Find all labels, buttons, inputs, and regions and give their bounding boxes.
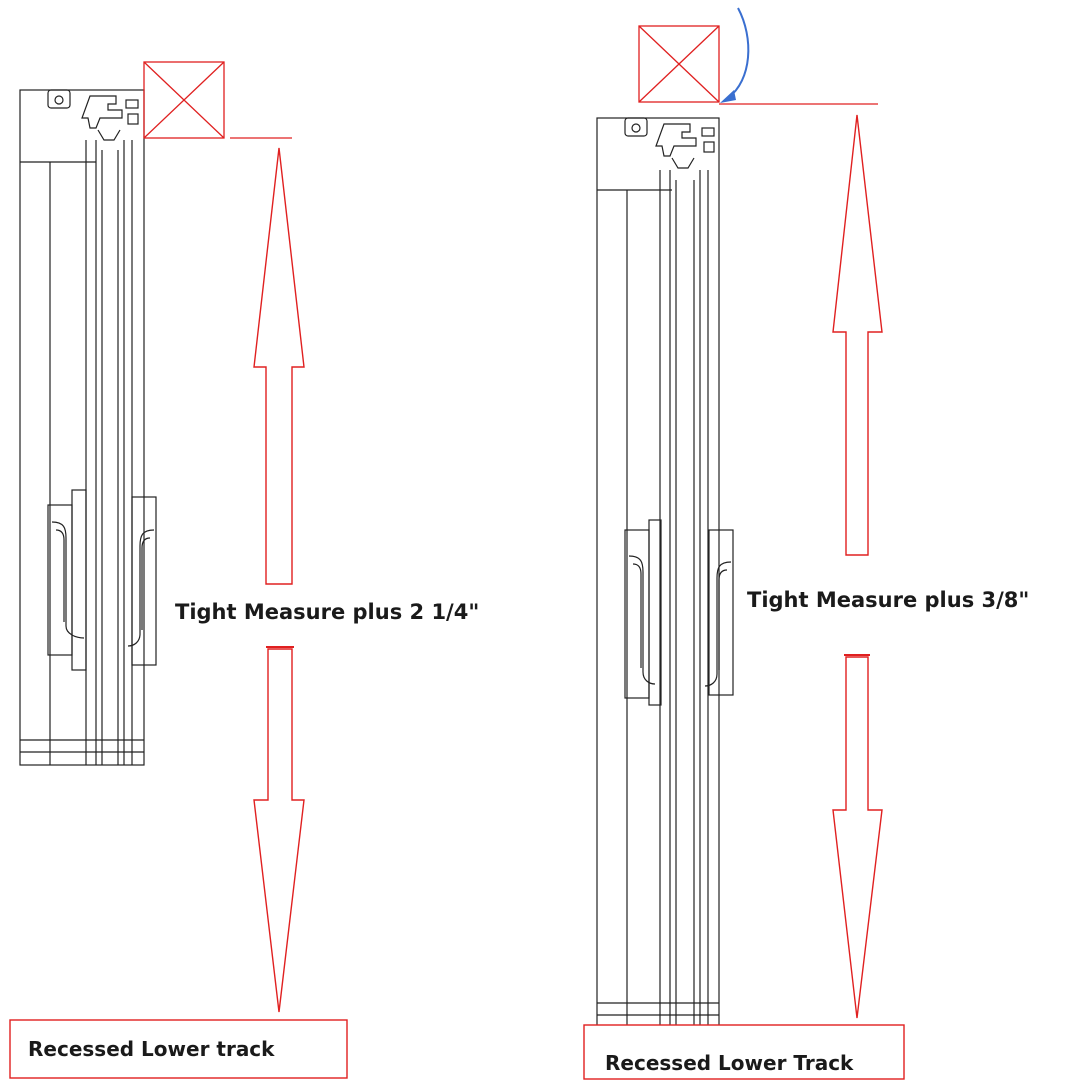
pointer-arrow <box>720 7 750 103</box>
right-up-arrow <box>832 114 883 556</box>
right-lower-track <box>583 1024 905 1080</box>
left-down-arrow <box>253 648 305 1013</box>
left-up-arrow <box>253 147 305 585</box>
right-track-label: Recessed Lower Track <box>605 1051 854 1075</box>
left-door-panel <box>19 89 157 766</box>
right-measure-label: Tight Measure plus 3/8" <box>747 588 1029 612</box>
left-lower-track <box>9 1019 348 1079</box>
right-down-arrow <box>832 656 883 1019</box>
left-track-label: Recessed Lower track <box>28 1037 275 1061</box>
right-door-panel <box>596 117 734 1029</box>
left-reference-box <box>143 61 292 139</box>
left-measure-label: Tight Measure plus 2 1/4" <box>175 600 479 624</box>
right-reference-box <box>638 25 878 105</box>
